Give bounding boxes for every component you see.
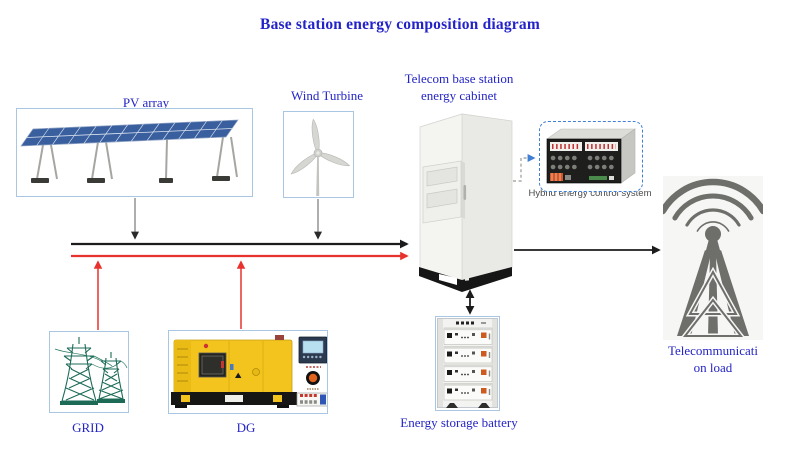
dg-box	[168, 330, 328, 414]
wind-turbine-box	[283, 111, 354, 198]
hybrid-control-label: Hybrid energy control system	[528, 188, 652, 199]
wind-turbine-icon	[290, 118, 351, 196]
battery-icon	[437, 318, 498, 408]
telecom-load-label: Telecommunicati on load	[668, 342, 758, 376]
hybrid-control-box	[539, 121, 643, 192]
telecom-tower-icon	[663, 176, 763, 340]
pv-legs	[36, 136, 238, 180]
energy-cabinet-label-line1: Telecom base station	[404, 71, 514, 86]
grid-label: GRID	[72, 420, 104, 435]
hybrid-control-icon	[546, 128, 636, 184]
energy-cabinet-label-line2: energy cabinet	[421, 88, 497, 103]
battery-box	[435, 316, 500, 411]
diagram-title: Base station energy composition diagram	[260, 16, 540, 33]
dg-label: DG	[236, 420, 256, 435]
grid-icon	[54, 337, 128, 405]
pv-panel	[20, 119, 239, 147]
energy-cabinet-icon	[419, 113, 513, 292]
pv-array-icon	[20, 119, 239, 183]
battery-label: Energy storage battery	[400, 415, 518, 430]
telecom-load-label-line2: on load	[693, 360, 733, 375]
telecom-load-label-line1: Telecommunicati	[667, 343, 759, 358]
pv-feet	[31, 176, 230, 183]
grid-box	[49, 331, 129, 413]
wind-turbine-label: Wind Turbine	[290, 88, 364, 103]
dg-icon	[171, 335, 327, 408]
pv-array-label: PV array	[122, 95, 170, 110]
cabinet-to-control-dashed-line	[513, 154, 536, 182]
battery-modules	[443, 327, 493, 401]
pv-array-box	[16, 108, 253, 197]
energy-cabinet-label: Telecom base station energy cabinet	[405, 70, 514, 104]
